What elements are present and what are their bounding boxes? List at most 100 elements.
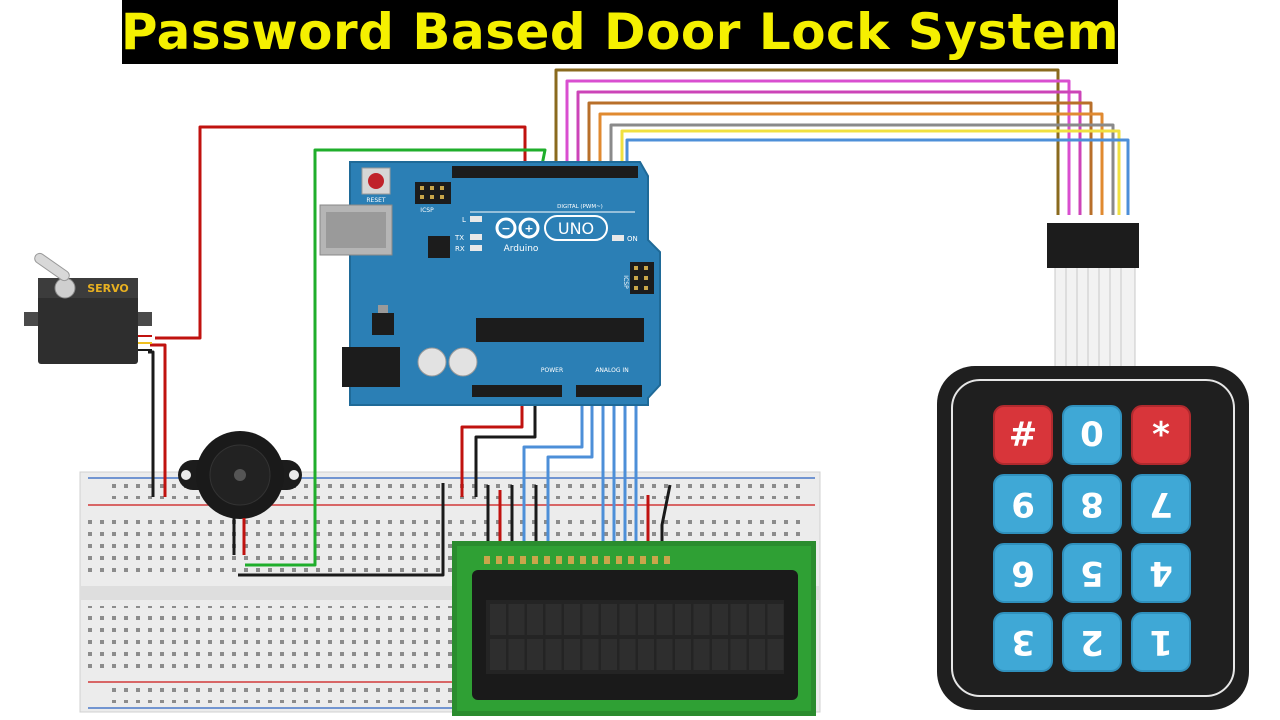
lcd-cell [582, 639, 599, 670]
keypad-key[interactable]: 8 [1062, 474, 1122, 534]
keypad-4x3: #0 * 9 8 7 6 5 4 3 2 1 [937, 223, 1249, 710]
lcd-cell [656, 604, 673, 635]
lcd-cell [619, 639, 636, 670]
keypad-key-label: 6 [1011, 553, 1035, 593]
lcd-pin [532, 556, 538, 564]
keypad-key-label: 1 [1149, 622, 1173, 662]
lcd-cell [619, 604, 636, 635]
lcd-pin [580, 556, 586, 564]
lcd-pin [556, 556, 562, 564]
keypad-key[interactable]: 4 [1131, 543, 1191, 603]
digital-label: DIGITAL (PWM~) [557, 204, 603, 210]
lcd-cell [656, 639, 673, 670]
lcd-cell [767, 604, 784, 635]
keypad-key-label: 7 [1149, 484, 1173, 524]
keypad-key-label: 3 [1011, 622, 1035, 662]
led-rx-label: RX [455, 245, 465, 253]
power-label: POWER [541, 367, 563, 374]
5v-wire [460, 390, 524, 497]
lcd-pin [640, 556, 646, 564]
wires [148, 68, 1130, 577]
lcd-cell [601, 639, 617, 670]
lcd-cell [564, 639, 580, 670]
keypad-key[interactable]: * [1131, 405, 1191, 465]
lcd-pin [568, 556, 574, 564]
icsp-top-label: ICSP [420, 207, 434, 214]
lcd-pin [604, 556, 610, 564]
servo-power-wire [150, 343, 167, 497]
lcd-cell [601, 604, 617, 635]
lcd-cell [508, 639, 525, 670]
lcd-pin [496, 556, 502, 564]
lcd-cell [527, 604, 543, 635]
lcd-pin [520, 556, 526, 564]
lcd-cell [712, 639, 728, 670]
lcd-cell [693, 604, 710, 635]
svg-text:+: + [524, 222, 533, 235]
buzzer [178, 431, 302, 555]
lcd-16x2 [452, 541, 816, 716]
keypad-key[interactable]: 2 [1062, 612, 1122, 672]
lcd-cell [749, 604, 765, 635]
servo-signal-wire [155, 125, 527, 340]
lcd-cell [638, 604, 654, 635]
lcd-cell [730, 604, 747, 635]
keypad-key-label: * [1152, 415, 1170, 455]
keypad-key[interactable]: 1 [1131, 612, 1191, 672]
gnd-wire [474, 390, 537, 497]
arduino-brand-label: Arduino [504, 244, 539, 254]
page-title: Password Based Door Lock System [120, 3, 1120, 61]
svg-text:−: − [501, 222, 510, 235]
on-label: ON [627, 235, 638, 243]
analog-label: ANALOG IN [595, 367, 628, 374]
lcd-cell [712, 604, 728, 635]
lcd-cell [545, 639, 562, 670]
keypad-key-label: 5 [1080, 553, 1104, 593]
buzzer-signal-wire [245, 148, 547, 567]
uno-label: UNO [558, 219, 594, 238]
lcd-cell [675, 604, 691, 635]
keypad-key[interactable]: 6 [993, 543, 1053, 603]
keypad-key[interactable]: 3 [993, 612, 1053, 672]
keypad-connector [1047, 223, 1139, 268]
lcd-pin [652, 556, 658, 564]
lcd-cell [638, 639, 654, 670]
lcd-pin [628, 556, 634, 564]
led-l-label: L [462, 216, 466, 224]
keypad-key[interactable]: 5 [1062, 543, 1122, 603]
reset-label: RESET [366, 197, 386, 204]
keypad-key-label: 8 [1080, 484, 1104, 524]
keypad-key-label: 9 [1011, 484, 1035, 524]
icsp-right-label: ICSP [622, 275, 629, 289]
lcd-cell [749, 639, 765, 670]
lcd-cell [730, 639, 747, 670]
lcd-pin [484, 556, 490, 564]
keypad-key-label: 4 [1149, 553, 1173, 593]
keypad-key-label: 0 [1080, 415, 1104, 455]
lcd-cell [490, 639, 506, 670]
lcd-cell [490, 604, 506, 635]
keypad-key[interactable]: 0 [1062, 405, 1122, 465]
keypad-key-label: # [1009, 415, 1038, 455]
lcd-pin [616, 556, 622, 564]
lcd-cell [693, 639, 710, 670]
lcd-cell [767, 639, 784, 670]
lcd-pin [544, 556, 550, 564]
title-bar: Password Based Door Lock System [120, 0, 1120, 64]
lcd-cell [675, 639, 691, 670]
lcd-cell [527, 639, 543, 670]
servo-label: SERVO [87, 282, 129, 295]
lcd-cell [508, 604, 525, 635]
arduino-logo [495, 217, 540, 239]
keypad-key[interactable]: # [993, 405, 1053, 465]
lcd-cell [545, 604, 562, 635]
lcd-pin [508, 556, 514, 564]
keypad-key-label: 2 [1080, 622, 1104, 662]
servo-ground-wire [148, 350, 155, 497]
lcd-pin [664, 556, 670, 564]
lcd-pin [592, 556, 598, 564]
buzzer-ground-wire [238, 483, 445, 577]
keypad-key[interactable]: 7 [1131, 474, 1191, 534]
keypad-key[interactable]: 9 [993, 474, 1053, 534]
